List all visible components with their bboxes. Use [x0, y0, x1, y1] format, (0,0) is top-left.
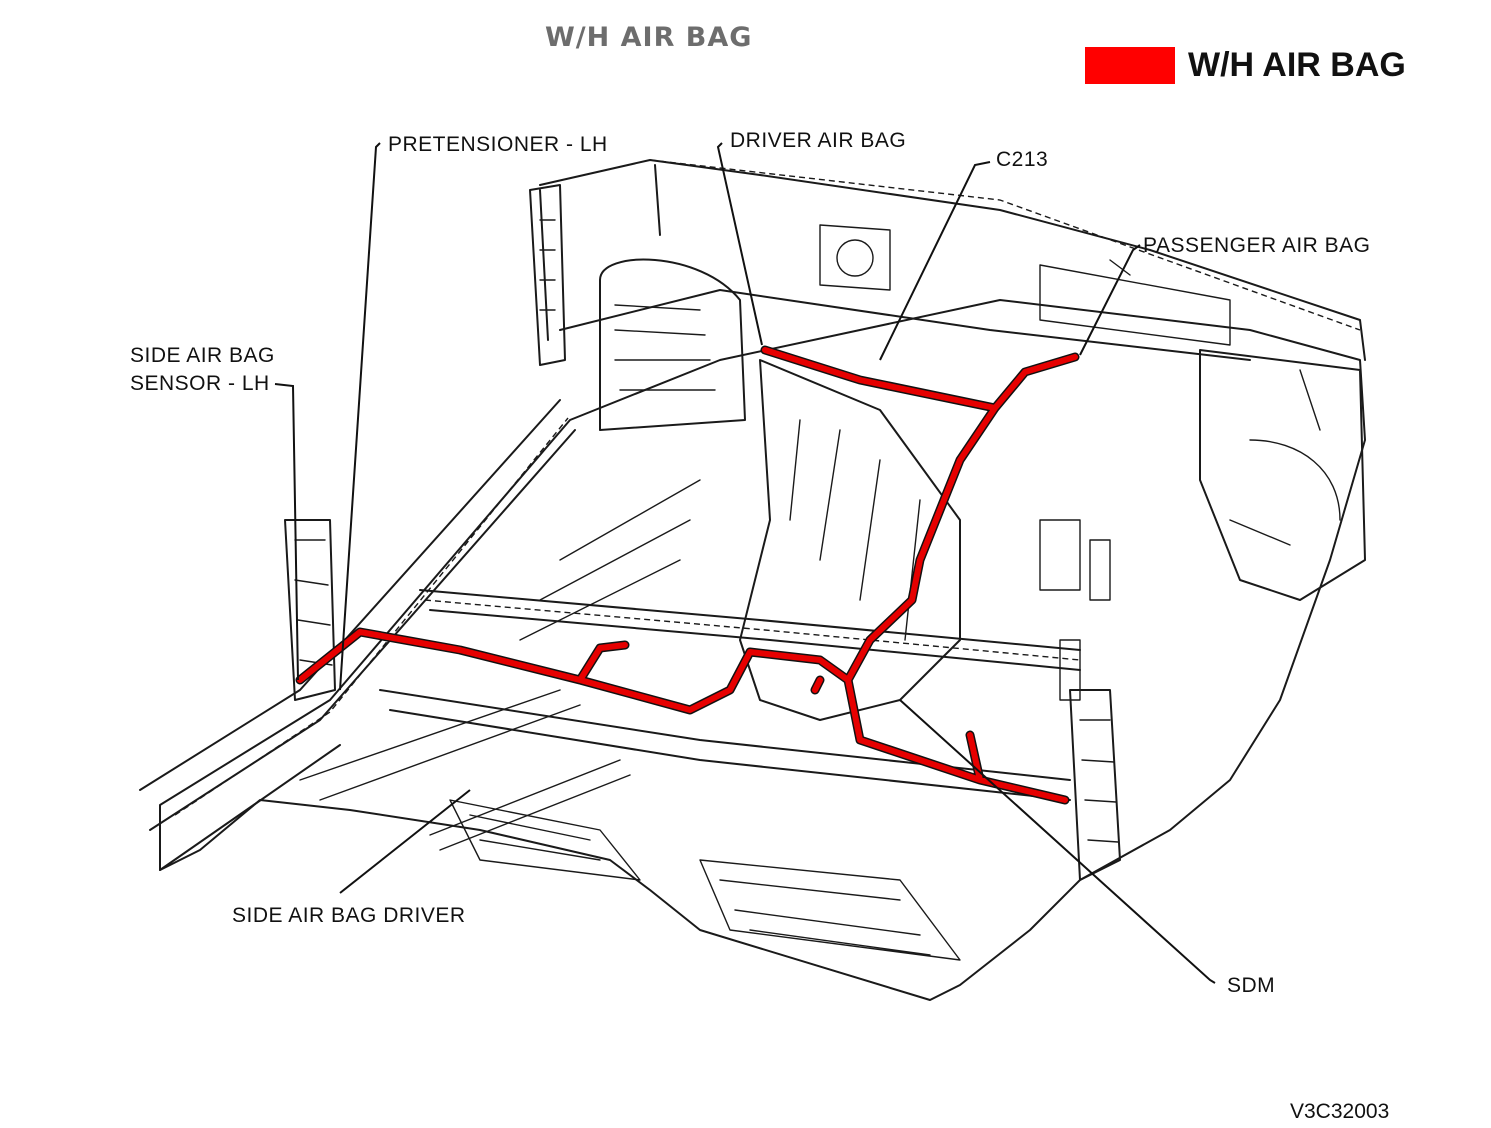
- vehicle-body-drawing: [139, 159, 1366, 1001]
- label-passenger-air-bag: PASSENGER AIR BAG: [1143, 234, 1371, 257]
- cowl-top-line: [649, 159, 1361, 331]
- leader-side-sensor: [274, 383, 299, 681]
- label-side-air-bag-driver: SIDE AIR BAG DRIVER: [232, 904, 466, 927]
- label-c213: C213: [996, 148, 1048, 171]
- leader-side-air-bag-driver: [339, 789, 471, 894]
- harness-trunk: [297, 347, 1078, 803]
- right-b-pillar-detail: [1079, 719, 1119, 843]
- front-crossmember: [419, 589, 1081, 671]
- steering-column-boss: [836, 239, 874, 277]
- harness-trunk-outline: [295, 345, 1080, 805]
- label-side-air-bag-sensor-line2: SENSOR - LH: [130, 372, 270, 395]
- leader-sdm: [899, 699, 1216, 984]
- legend-label: W/H AIR BAG: [1188, 46, 1406, 84]
- figure-code: V3C32003: [1290, 1100, 1389, 1123]
- left-front-rail: [529, 184, 566, 366]
- legend: W/H AIR BAG: [1085, 46, 1406, 84]
- dash-panel: [539, 159, 1366, 361]
- leader-passenger-air-bag: [1079, 244, 1141, 356]
- left-b-pillar-detail: [294, 539, 333, 666]
- leader-pretensioner: [339, 142, 381, 691]
- label-side-air-bag-sensor-line1: SIDE AIR BAG: [130, 344, 275, 367]
- leader-c213: [879, 161, 991, 361]
- rear-crossmember: [379, 689, 1071, 801]
- callout-leaders: [274, 142, 1216, 984]
- label-pretensioner-lh: PRETENSIONER - LH: [388, 133, 608, 156]
- right-side-panel: [1199, 349, 1366, 601]
- rear-floor-pan-left: [449, 799, 641, 881]
- left-front-rail-holes: [539, 219, 556, 311]
- left-wheel-arch: [599, 258, 746, 431]
- page-title: W/H AIR BAG: [545, 22, 752, 53]
- tunnel-ridges: [789, 419, 921, 641]
- legend-swatch: [1085, 47, 1175, 84]
- label-driver-air-bag: DRIVER AIR BAG: [730, 129, 906, 152]
- left-floor-ribs: [299, 479, 701, 851]
- left-sill-weld-line: [174, 417, 569, 816]
- air-bag-harness: [295, 345, 1080, 805]
- right-b-pillar: [1069, 689, 1121, 881]
- left-wheel-arch-ribs: [614, 304, 716, 391]
- front-crossmember-weld: [424, 599, 1081, 661]
- rear-floor-pan-right: [699, 859, 961, 961]
- left-b-pillar: [284, 519, 336, 701]
- left-sill: [139, 399, 576, 871]
- cowl-panel-detail: [819, 224, 1231, 346]
- label-sdm: SDM: [1227, 974, 1275, 997]
- center-tunnel: [739, 359, 961, 721]
- right-side-detail: [1229, 369, 1341, 546]
- right-floor-pockets: [1039, 519, 1111, 701]
- callout-labels: PRETENSIONER - LH DRIVER AIR BAG C213 PA…: [130, 129, 1371, 997]
- leader-driver-air-bag: [716, 142, 763, 346]
